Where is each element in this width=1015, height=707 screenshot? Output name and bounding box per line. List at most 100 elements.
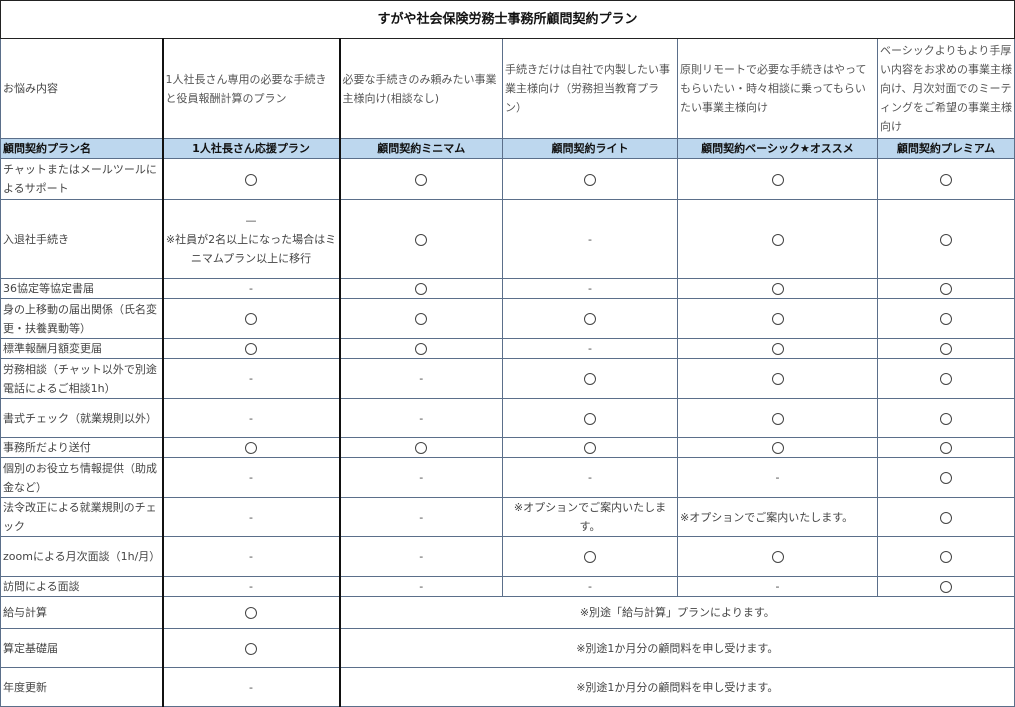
plan-name: 顧問契約ベーシック★オススメ — [677, 138, 878, 159]
circle-mark — [940, 472, 953, 484]
feature-value: - — [162, 398, 341, 438]
feature-label: 身の上移動の届出関係（氏名変更・扶養異動等） — [0, 298, 164, 339]
circle-mark — [415, 283, 428, 295]
circle-mark — [584, 173, 596, 186]
plan-name: 顧問契約プレミアム — [876, 138, 1015, 159]
feature-value — [677, 437, 878, 458]
table-row: 標準報酬月額変更届- — [0, 338, 1015, 359]
circle-mark — [940, 581, 953, 593]
circle-mark — [771, 551, 784, 563]
feature-value — [162, 628, 341, 668]
feature-value — [677, 298, 878, 339]
feature-value: - — [339, 497, 503, 537]
feature-value — [876, 158, 1015, 200]
circle-mark — [245, 607, 257, 619]
feature-value — [876, 576, 1015, 597]
circle-mark — [940, 373, 953, 385]
plan-name-label: 顧問契約プラン名 — [0, 138, 164, 159]
feature-value: - — [339, 358, 503, 399]
table-row: 給与計算※別途「給与計算」プランによります。 — [0, 596, 1015, 629]
circle-mark — [245, 343, 257, 355]
feature-value — [162, 158, 341, 200]
feature-value — [677, 398, 878, 438]
circle-mark — [584, 551, 596, 563]
feature-value — [502, 298, 678, 339]
feature-value — [339, 199, 503, 279]
feature-value — [876, 358, 1015, 399]
circle-mark — [245, 442, 257, 454]
feature-value: - — [502, 278, 678, 299]
worry-description: 必要な手続きのみ頼みたい事業主様向け(相談なし) — [339, 38, 503, 139]
feature-value — [677, 158, 878, 200]
table-row: 個別のお役立ち情報提供（助成金など）---- — [0, 457, 1015, 498]
feature-value: - — [502, 457, 678, 498]
plan-name: 1人社長さん応援プラン — [162, 138, 341, 159]
feature-value — [677, 536, 878, 577]
feature-value: ※オプションでご案内いたします。 — [677, 497, 878, 537]
feature-label: 労務相談（チャット以外で別途電話によるご相談1h） — [0, 358, 164, 399]
circle-mark — [940, 233, 953, 246]
feature-value — [502, 536, 678, 577]
table-row: 法令改正による就業規則のチェック--※オプションでご案内いたします。※オプション… — [0, 497, 1015, 537]
table-row: 入退社手続き—※社員が2名以上になった場合はミニマムプラン以上に移行- — [0, 199, 1015, 279]
circle-mark — [771, 373, 784, 385]
circle-mark — [245, 313, 257, 325]
feature-label: 個別のお役立ち情報提供（助成金など） — [0, 457, 164, 498]
feature-value — [876, 398, 1015, 438]
feature-note: ※別途「給与計算」プランによります。 — [338, 596, 1015, 629]
worry-description: 原則リモートで必要な手続きはやってもらいたい・時々相談に乗ってもらいたい事業主様… — [677, 38, 878, 139]
feature-value — [162, 298, 341, 339]
circle-mark — [940, 173, 953, 186]
worry-label: お悩み内容 — [0, 38, 164, 139]
feature-value: - — [502, 576, 678, 597]
feature-label: 訪問による面談 — [0, 576, 164, 597]
feature-label: チャットまたはメールツールによるサポート — [0, 158, 164, 200]
feature-value — [502, 358, 678, 399]
feature-note: ※別途1か月分の顧問料を申し受けます。 — [338, 667, 1015, 707]
circle-mark — [940, 511, 953, 524]
feature-label: 書式チェック（就業規則以外） — [0, 398, 164, 438]
circle-mark — [940, 442, 953, 454]
feature-value — [876, 298, 1015, 339]
circle-mark — [940, 412, 953, 425]
feature-value — [876, 457, 1015, 498]
plan-name: 顧問契約ミニマム — [339, 138, 503, 159]
circle-mark — [940, 343, 953, 355]
circle-mark — [584, 442, 596, 454]
circle-mark — [771, 173, 784, 186]
feature-label: 入退社手続き — [0, 199, 164, 279]
feature-value — [162, 437, 341, 458]
feature-value — [502, 437, 678, 458]
feature-value: - — [677, 576, 878, 597]
feature-label: 法令改正による就業規則のチェック — [0, 497, 164, 537]
feature-value: - — [339, 536, 503, 577]
feature-value — [502, 398, 678, 438]
feature-value — [502, 158, 678, 200]
feature-value: - — [162, 576, 341, 597]
circle-mark — [415, 173, 428, 186]
circle-mark — [245, 642, 257, 655]
feature-value: - — [162, 278, 341, 299]
feature-note: ※別途1か月分の顧問料を申し受けます。 — [338, 628, 1015, 668]
feature-value — [876, 338, 1015, 359]
table-row: 年度更新-※別途1か月分の顧問料を申し受けます。 — [0, 667, 1015, 707]
feature-value: - — [162, 497, 341, 537]
feature-value: - — [339, 576, 503, 597]
feature-value — [339, 338, 503, 359]
table-row: 訪問による面談---- — [0, 576, 1015, 597]
feature-value: - — [339, 457, 503, 498]
feature-value — [162, 596, 341, 629]
circle-mark — [415, 343, 428, 355]
table-row: 算定基礎届※別途1か月分の顧問料を申し受けます。 — [0, 628, 1015, 668]
table-row: zoomによる月次面談（1h/月）-- — [0, 536, 1015, 577]
feature-value: —※社員が2名以上になった場合はミニマムプラン以上に移行 — [162, 199, 341, 279]
table-row: 労務相談（チャット以外で別途電話によるご相談1h）-- — [0, 358, 1015, 399]
feature-value: - — [677, 457, 878, 498]
feature-value — [677, 338, 878, 359]
plan-name: 顧問契約ライト — [502, 138, 678, 159]
circle-mark — [940, 551, 953, 563]
circle-mark — [584, 313, 596, 325]
feature-label: 事務所だより送付 — [0, 437, 164, 458]
circle-mark — [940, 283, 953, 295]
